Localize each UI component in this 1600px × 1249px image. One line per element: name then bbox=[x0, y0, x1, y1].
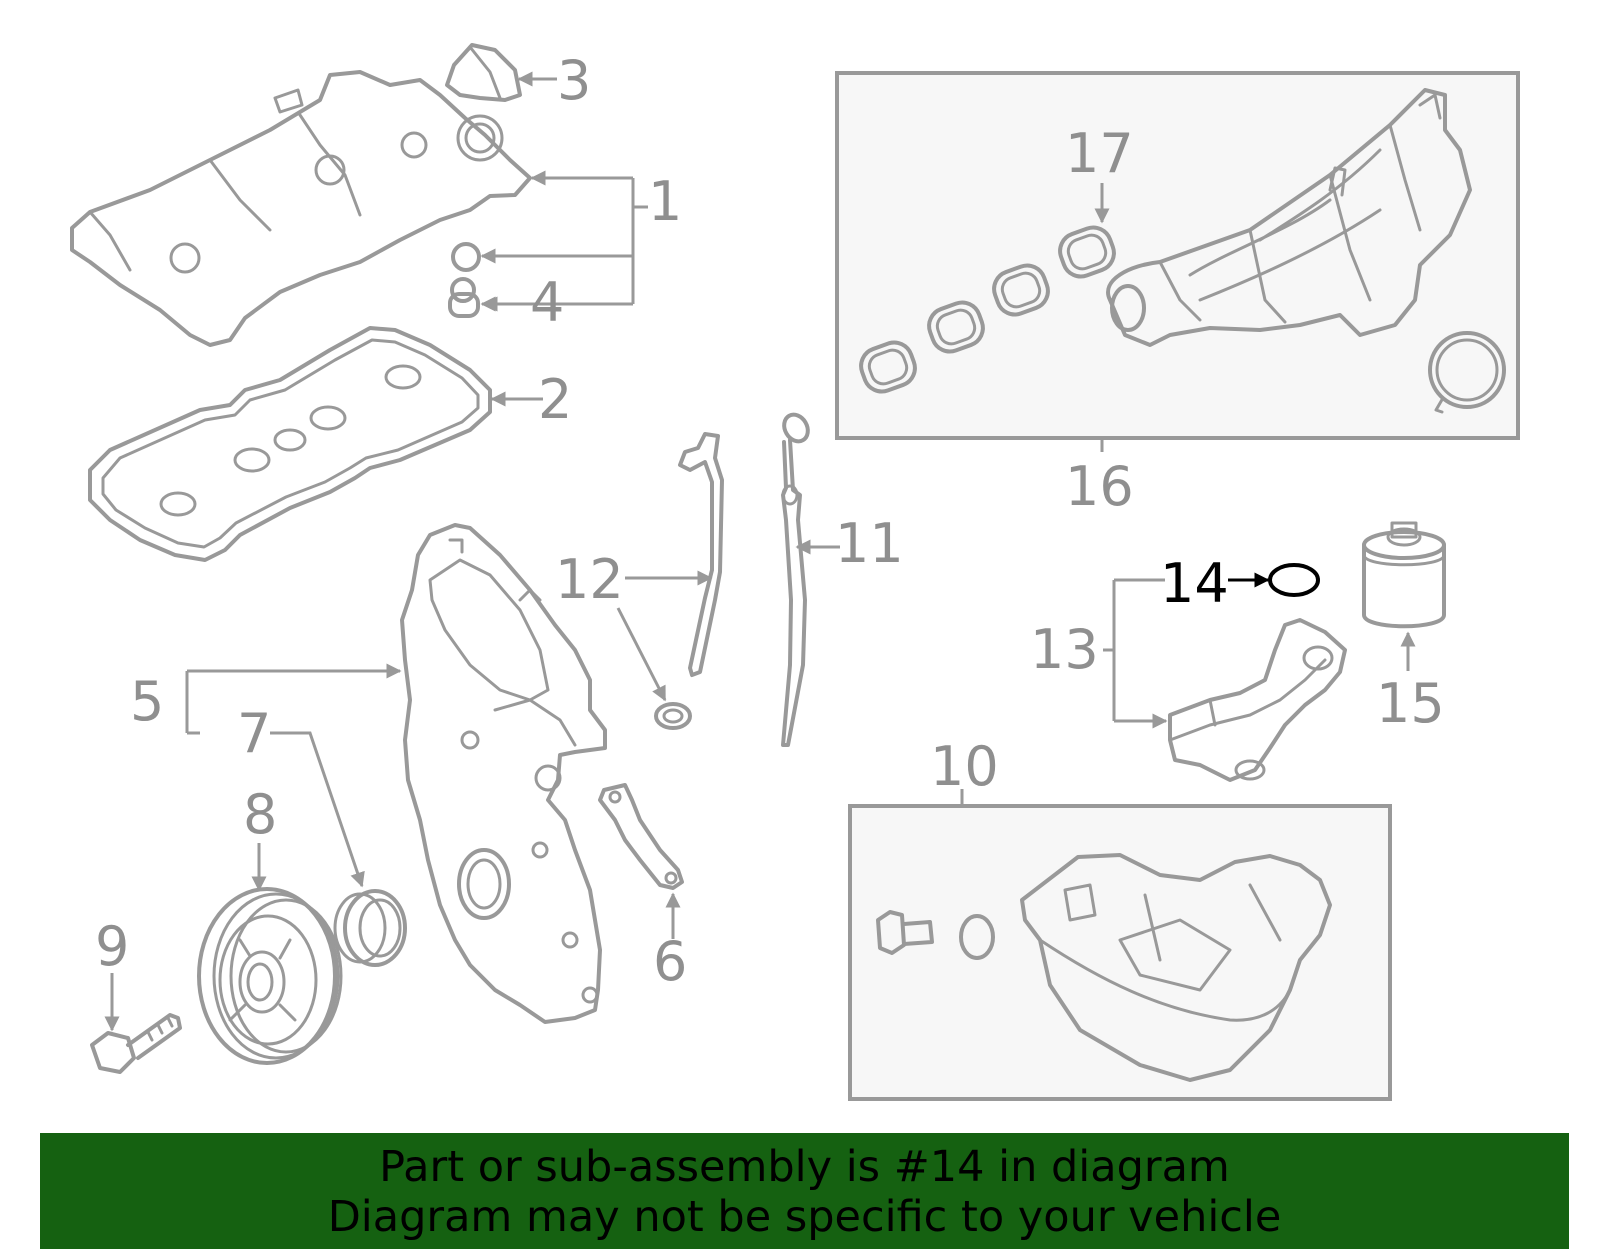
callout-16: 16 bbox=[1065, 455, 1134, 518]
timing-cover[interactable] bbox=[400, 523, 607, 1024]
oil-pan-box bbox=[848, 789, 1392, 1101]
callout-12: 12 bbox=[555, 548, 624, 611]
valve-cover-bolt[interactable] bbox=[448, 277, 480, 318]
crankshaft-seal[interactable] bbox=[333, 889, 407, 967]
callout-2: 2 bbox=[538, 368, 572, 431]
intake-gasket[interactable] bbox=[856, 222, 1119, 396]
dipstick-tube[interactable] bbox=[678, 432, 724, 677]
callout-15: 15 bbox=[1376, 672, 1445, 735]
crankshaft-pulley[interactable] bbox=[197, 887, 343, 1065]
callout-14: 14 bbox=[1160, 552, 1229, 615]
oil-strainer[interactable] bbox=[1168, 618, 1347, 782]
intake-manifold[interactable] bbox=[1106, 88, 1472, 347]
callout-1: 1 bbox=[648, 170, 682, 233]
callout-6: 6 bbox=[653, 930, 687, 993]
oil-filter[interactable] bbox=[1362, 521, 1446, 629]
valve-cover-gasket[interactable] bbox=[88, 326, 492, 562]
valve-cover-seal[interactable] bbox=[451, 242, 481, 272]
banner-line-disclaimer: Diagram may not be specific to your vehi… bbox=[327, 1192, 1282, 1242]
crankshaft-bolt[interactable] bbox=[90, 1013, 182, 1074]
valve-cover[interactable] bbox=[70, 70, 532, 347]
info-banner: Part or sub-assembly is #14 in diagram D… bbox=[40, 1133, 1569, 1249]
drain-plug-washer[interactable] bbox=[959, 914, 995, 960]
callout-11: 11 bbox=[835, 512, 904, 575]
callout-5: 5 bbox=[130, 670, 164, 733]
callout-9: 9 bbox=[95, 915, 129, 978]
callout-3: 3 bbox=[557, 49, 591, 112]
drain-plug[interactable] bbox=[876, 910, 934, 955]
callout-4: 4 bbox=[530, 271, 564, 334]
intake-manifold-box bbox=[835, 71, 1520, 452]
throttle-gasket[interactable] bbox=[1428, 331, 1506, 414]
callout-8: 8 bbox=[243, 783, 277, 846]
dipstick-tube-o-ring[interactable] bbox=[654, 702, 692, 730]
callout-13: 13 bbox=[1030, 618, 1099, 681]
dipstick[interactable] bbox=[779, 410, 812, 747]
callout-17: 17 bbox=[1065, 122, 1134, 185]
strainer-o-ring[interactable] bbox=[1268, 563, 1320, 597]
callout-10: 10 bbox=[930, 735, 999, 798]
banner-line-part: Part or sub-assembly is #14 in diagram bbox=[379, 1142, 1230, 1192]
callout-7: 7 bbox=[237, 702, 271, 765]
timing-cover-bracket[interactable] bbox=[598, 783, 684, 890]
oil-filler-cap[interactable] bbox=[445, 43, 522, 102]
oil-pan[interactable] bbox=[1020, 853, 1332, 1082]
